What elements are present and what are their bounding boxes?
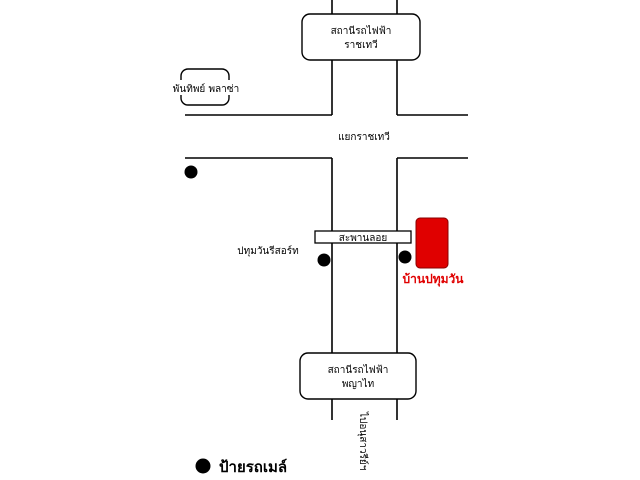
pantip-plaza-label: พันทิพย์ พลาซ่า xyxy=(173,83,239,95)
station-phayathai-line2: พญาไท xyxy=(342,378,374,390)
station-phayathai-box xyxy=(299,352,417,400)
station-ratchathewi: สถานีรถไฟฟ้า ราชเทวี xyxy=(301,13,421,61)
station-ratchathewi-box xyxy=(301,13,421,61)
road-to-victory-label: ไปอนุสาวรีย์ฯ xyxy=(357,411,369,470)
ratchathewi-junction-label: แยกราชเทวี xyxy=(338,131,390,143)
pantip-plaza-label-bg xyxy=(170,80,242,95)
legend-bus-stop-label: ป้ายรถเมล์ xyxy=(219,458,287,476)
baan-pathumwan-label: บ้านปทุมวัน xyxy=(403,272,465,287)
legend-bus-stop-icon xyxy=(195,458,211,474)
station-phayathai-line1: สถานีรถไฟฟ้า xyxy=(328,364,389,376)
place-pantip-plaza: พันทิพย์ พลาซ่า xyxy=(170,68,242,106)
station-ratchathewi-line1: สถานีรถไฟฟ้า xyxy=(331,25,392,37)
legend: ป้ายรถเมล์ xyxy=(195,458,287,476)
pathumwan-resort-label: ปทุมวันรีสอร์ท xyxy=(237,245,298,257)
bus-stop-marker-resort xyxy=(317,253,331,267)
station-ratchathewi-line2: ราชเทวี xyxy=(344,39,377,51)
bus-stop-marker-west xyxy=(184,165,198,179)
footbridge: สะพานลอย xyxy=(314,230,412,244)
bus-stop-marker-east xyxy=(398,250,412,264)
footbridge-label: สะพานลอย xyxy=(339,233,388,244)
station-phayathai: สถานีรถไฟฟ้า พญาไท xyxy=(299,352,417,400)
baan-pathumwan-marker xyxy=(415,217,449,269)
footbridge-box xyxy=(314,230,412,244)
